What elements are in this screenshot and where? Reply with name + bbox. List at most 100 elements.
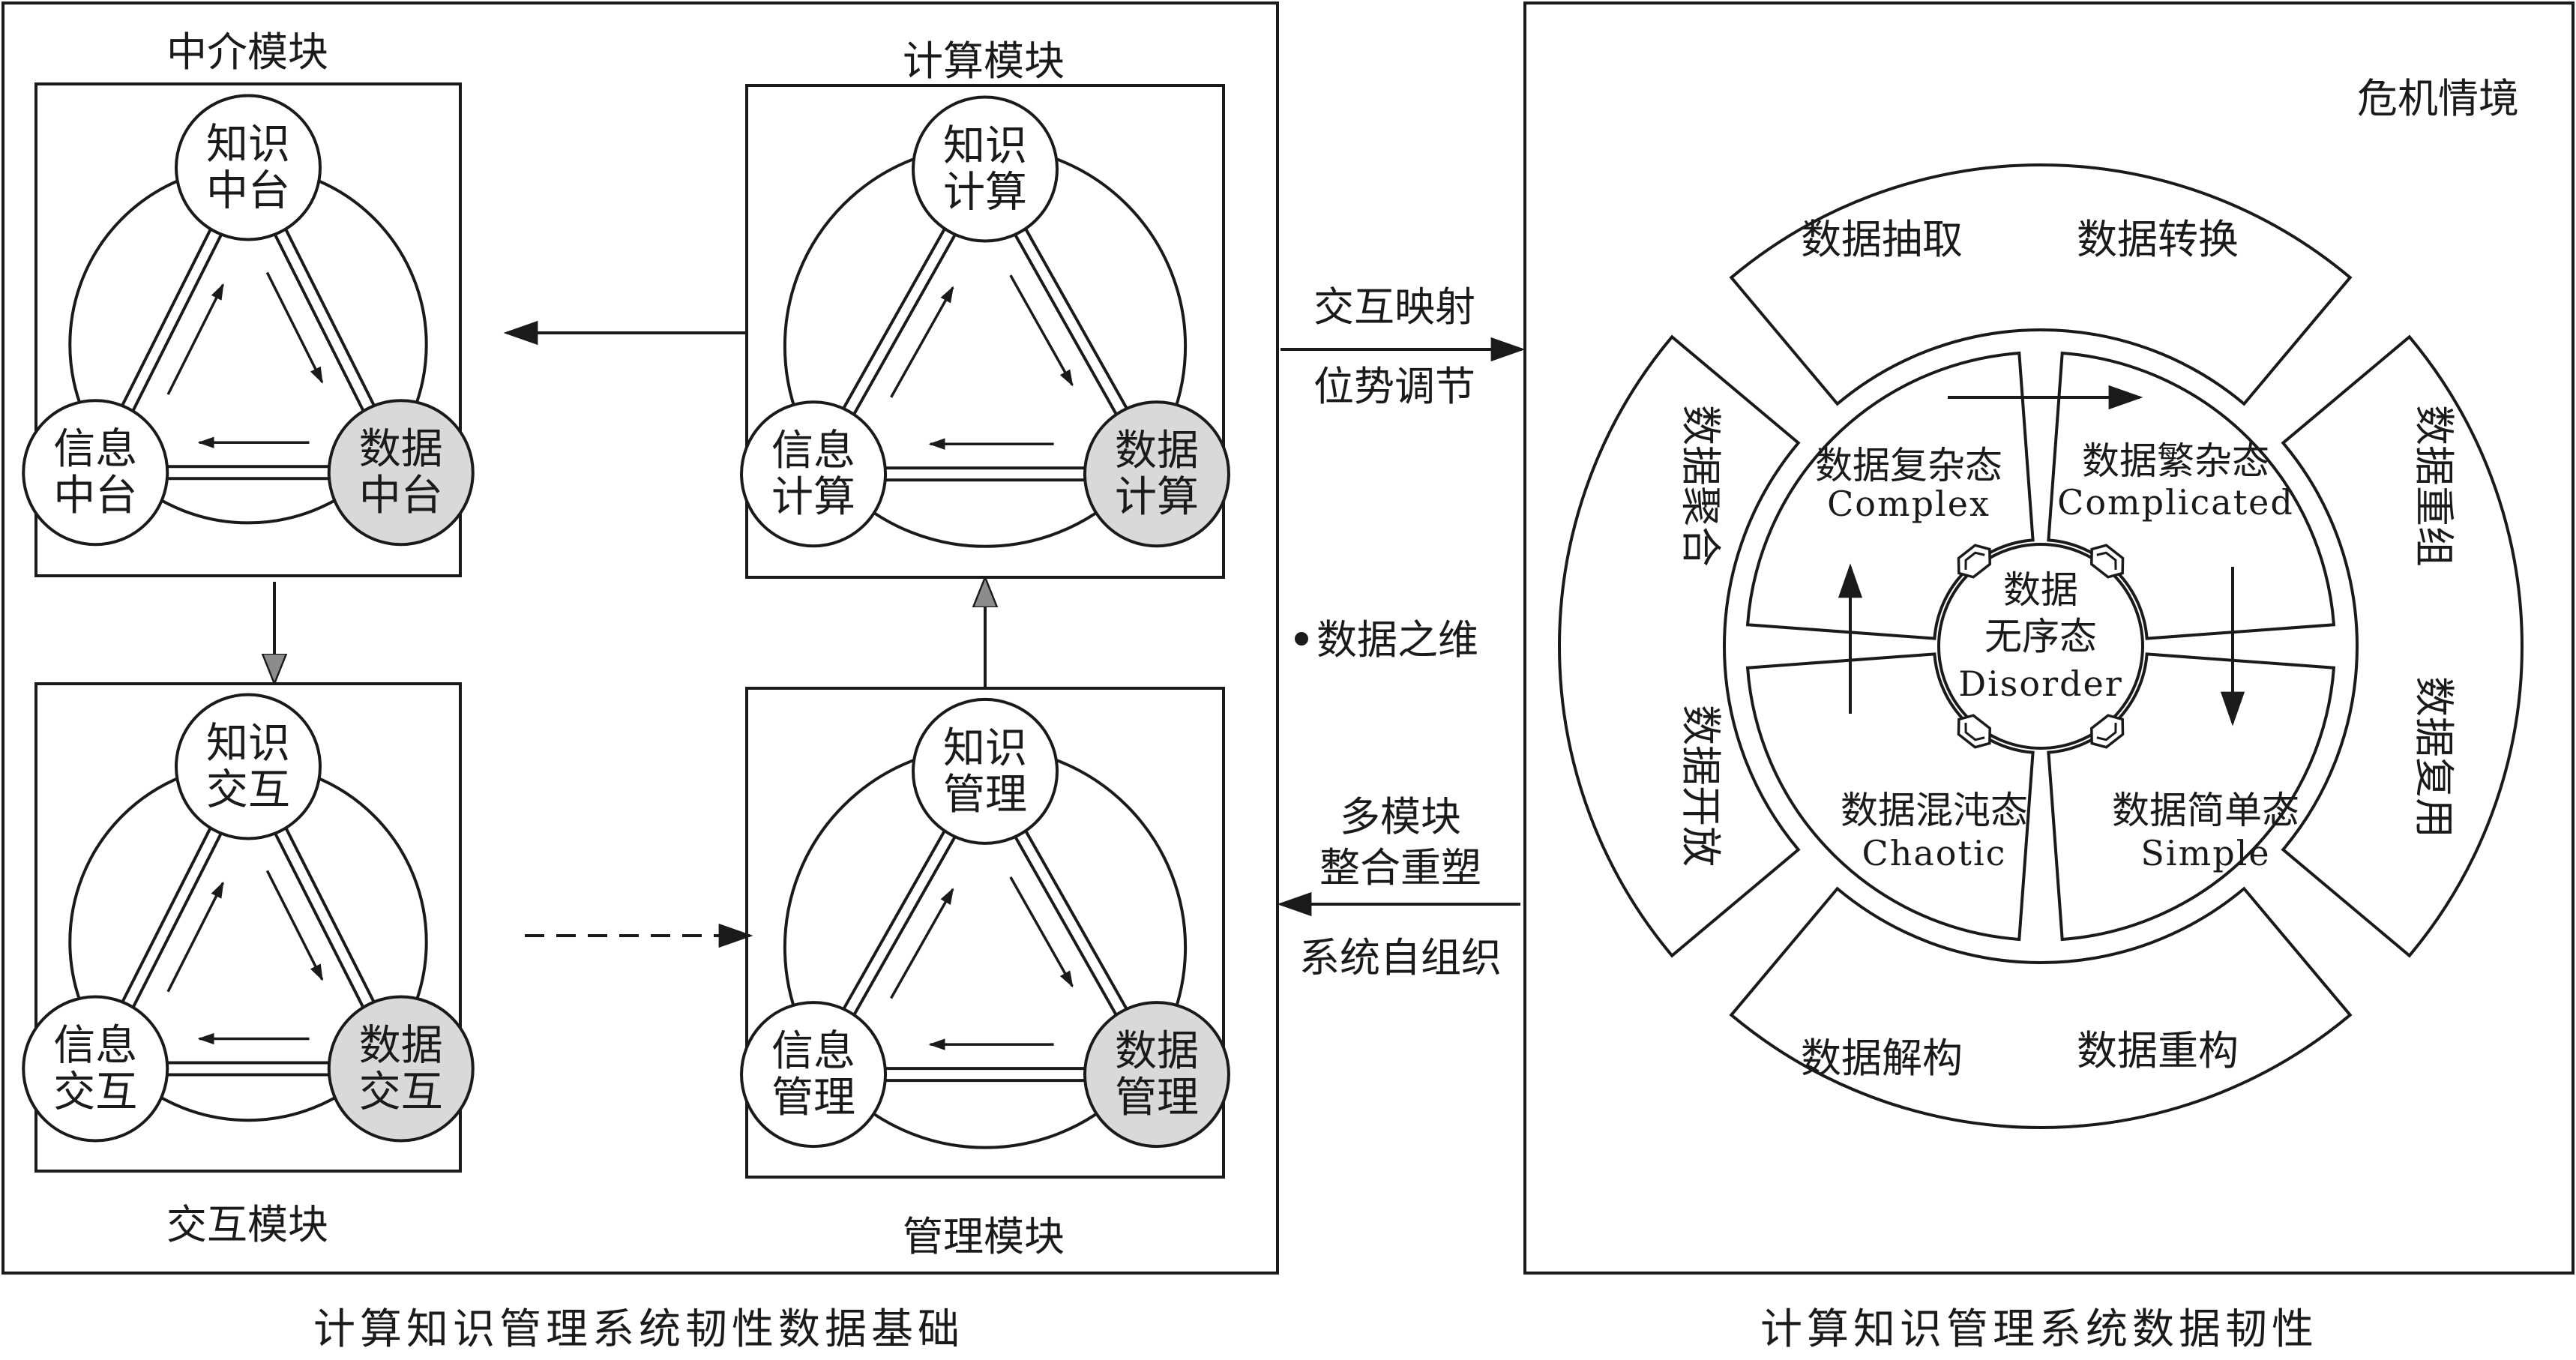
- module-title-management: 管理模块: [903, 1213, 1065, 1260]
- resilience-wheel: [1558, 163, 2524, 1129]
- edge-top-right: [281, 223, 379, 412]
- node-data-mediation-label: 中台: [359, 472, 443, 520]
- ring-label-opening: 数据开放: [1677, 705, 1724, 867]
- node-data-management-label: 管理: [1115, 1074, 1199, 1122]
- edge-left-top: [129, 827, 226, 1014]
- node-information-mediation-label: 中台: [53, 472, 137, 520]
- edge-top-right: [1011, 229, 1121, 421]
- node-data-interaction-label: 数据: [359, 1022, 443, 1071]
- quadrant-chaotic-en: Chaotic: [1862, 833, 2007, 873]
- middle-label-data-dimension: 数据之维: [1316, 616, 1478, 664]
- node-data-computing-label: 数据: [1115, 427, 1199, 475]
- center-label-disorder-en: Disorder: [1958, 664, 2123, 704]
- center-disorder-circle: [1937, 543, 2144, 750]
- node-knowledge-computing-label: 知识: [943, 122, 1027, 171]
- edge-left-top: [849, 831, 960, 1021]
- ring-label-deconstruction: 数据解构: [1801, 1035, 1963, 1082]
- flow-arrow-left-top: [890, 888, 954, 999]
- edge-top-right: [282, 822, 378, 1008]
- outer-segment-bottom: [1729, 886, 2353, 1129]
- quadrant-complicated-en: Complicated: [2057, 482, 2294, 523]
- center-clip-inner: [2096, 551, 2117, 570]
- center-clip-3: [2090, 714, 2125, 749]
- ring-label-transformation: 数据转换: [2077, 216, 2239, 263]
- node-information-interaction-label: 交互: [53, 1068, 137, 1117]
- right-panel-caption: 计算知识管理系统数据韧性: [1760, 1305, 2318, 1354]
- node-data-computing-circle: [1083, 400, 1230, 548]
- flow-arrow-left-top: [166, 881, 224, 993]
- node-knowledge-management-label: 知识: [943, 724, 1027, 773]
- node-information-interaction-circle: [22, 995, 169, 1143]
- node-knowledge-interaction-label: 知识: [206, 720, 290, 768]
- edge-top-right: [1021, 223, 1131, 415]
- node-data-interaction-label: 交互: [359, 1068, 443, 1117]
- center-label-disorder-cn: 无序态: [1984, 615, 2097, 658]
- ring-label-extraction: 数据抽取: [1801, 216, 1963, 263]
- crisis-context-label: 危机情境: [2357, 75, 2519, 122]
- node-knowledge-interaction-label: 交互: [206, 766, 290, 815]
- node-knowledge-mediation-circle: [175, 94, 322, 241]
- node-information-management-label: 管理: [771, 1074, 855, 1122]
- ring-label-reconstruction: 数据重构: [2077, 1027, 2239, 1074]
- middle-label-multi-module: 多模块: [1340, 793, 1461, 840]
- node-data-computing-label: 计算: [1115, 473, 1199, 522]
- node-knowledge-computing-label: 计算: [943, 169, 1027, 217]
- node-data-mediation-label: 数据: [359, 425, 443, 474]
- node-data-mediation-circle: [327, 399, 475, 547]
- quadrant-complicated-cn: 数据繁杂态: [2082, 439, 2269, 483]
- edge-top-right: [271, 228, 367, 418]
- node-knowledge-management-circle: [912, 697, 1059, 845]
- left-panel-frame: [1, 1, 1279, 1275]
- quadrant-complex-cn: 数据复杂态: [1815, 444, 2002, 487]
- node-knowledge-computing-circle: [912, 95, 1059, 243]
- edge-left-top: [849, 229, 960, 421]
- node-information-interaction-label: 信息: [53, 1022, 137, 1071]
- middle-label-integration: 整合重塑: [1319, 844, 1481, 891]
- module-group: 知识中台信息中台数据中台知识计算信息计算数据计算知识交互信息交互数据交互知识管理…: [22, 82, 1230, 1179]
- center-label-data: 数据: [2003, 568, 2078, 612]
- quadrant-simple-cn: 数据简单态: [2112, 789, 2299, 832]
- node-knowledge-mediation-label: 中台: [206, 167, 290, 216]
- node-data-management-circle: [1083, 1001, 1230, 1149]
- middle-label-interaction-mapping: 交互映射: [1313, 283, 1475, 331]
- ring-label-restructuring: 数据重组: [2410, 405, 2458, 567]
- ring-label-aggregation: 数据聚合: [1677, 405, 1724, 567]
- flow-arrow-top-right: [1009, 274, 1074, 387]
- node-information-computing-label: 信息: [771, 427, 855, 475]
- left-panel-caption: 计算知识管理系统韧性数据基础: [313, 1305, 964, 1354]
- ring-label-reuse: 数据复用: [2410, 676, 2458, 838]
- module-box-mediation: [34, 82, 462, 577]
- center-clip-inner: [2096, 723, 2117, 741]
- node-information-mediation-circle: [22, 399, 169, 547]
- outer-segment-right: [2281, 334, 2524, 958]
- node-information-mediation-label: 信息: [53, 425, 137, 474]
- node-information-computing-label: 计算: [771, 473, 855, 522]
- flow-arrow-left-top: [890, 286, 954, 398]
- center-clip-inner: [1964, 551, 1985, 570]
- flow-arrow-top-right: [1009, 876, 1074, 988]
- outer-segment-left: [1558, 334, 1801, 958]
- bullet-dot: [1295, 632, 1308, 646]
- node-information-management-label: 信息: [771, 1027, 855, 1076]
- center-clip-inner: [1964, 723, 1985, 741]
- edge-left-top: [839, 825, 949, 1015]
- node-information-computing-circle: [740, 400, 888, 548]
- node-data-interaction-circle: [327, 995, 475, 1143]
- node-information-management-circle: [740, 1001, 888, 1149]
- node-knowledge-interaction-circle: [175, 693, 322, 840]
- edge-top-right: [1021, 825, 1131, 1015]
- edge-top-right: [1011, 831, 1121, 1021]
- node-data-management-label: 数据: [1115, 1027, 1199, 1076]
- middle-label-self-organization: 系统自组织: [1299, 934, 1502, 981]
- quadrant-chaotic-cn: 数据混沌态: [1841, 789, 2028, 832]
- center-clip-2: [1957, 714, 1991, 749]
- outer-segment-top: [1729, 163, 2353, 406]
- center-clip-1: [2090, 544, 2125, 579]
- flow-arrow-top-right: [265, 271, 324, 384]
- edge-left-top: [839, 223, 949, 415]
